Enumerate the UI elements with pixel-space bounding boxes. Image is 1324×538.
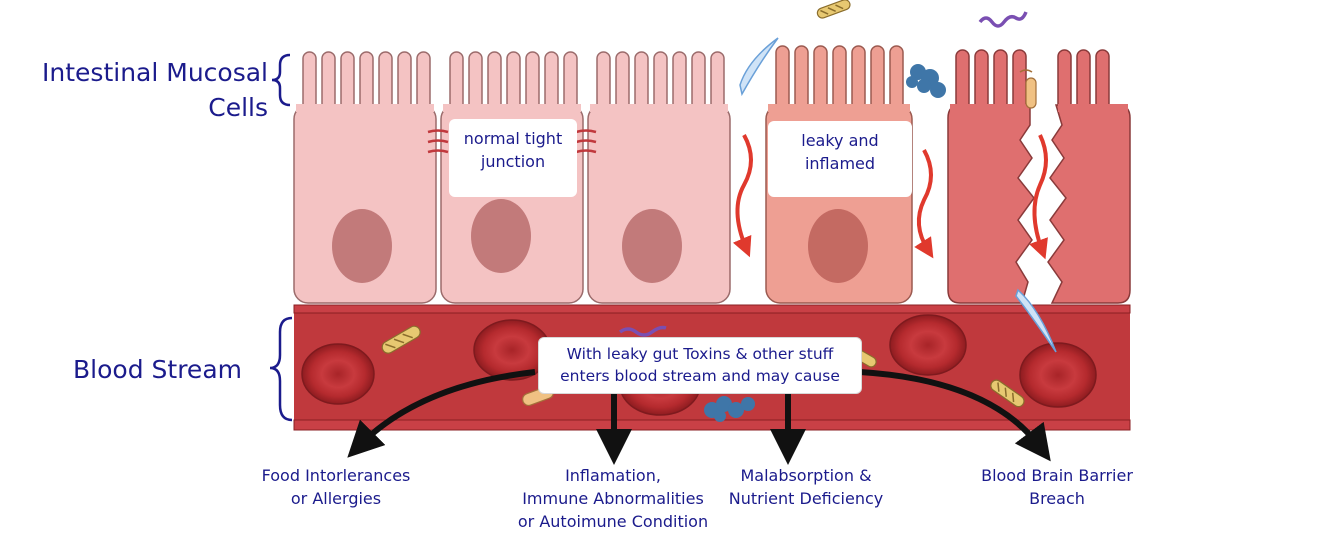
outcome-food-intolerances: Food Intorlerances or Allergies bbox=[261, 466, 411, 508]
leaky-cell-right bbox=[1047, 49, 1131, 304]
leaky-inflamed-box: leaky and inflamed bbox=[768, 121, 912, 197]
normal-junction-box: normal tight junction bbox=[449, 119, 577, 197]
tight-junction-1 bbox=[427, 129, 449, 154]
microbes-blood bbox=[381, 288, 1057, 422]
outcome-malabsorption: Malabsorption & Nutrient Deficiency bbox=[728, 466, 884, 508]
leaky-gut-callout: With leaky gut Toxins & other stuff ente… bbox=[538, 337, 862, 394]
blood-brace bbox=[269, 316, 293, 422]
nucleus bbox=[622, 209, 682, 283]
nucleus bbox=[808, 209, 868, 283]
nucleus bbox=[332, 209, 392, 283]
normal-cell-3 bbox=[587, 51, 731, 304]
outcome-inflammation: Inflamation, Immune Abnormalities or Aut… bbox=[517, 466, 709, 531]
leak-arrows bbox=[732, 134, 1048, 260]
blood-stream-label: Blood Stream bbox=[73, 355, 242, 384]
mucosal-cells-label: Intestinal Mucosal Cells bbox=[42, 58, 268, 122]
mucosal-brace bbox=[271, 53, 291, 107]
outcome-blood-brain-barrier: Blood Brain Barrier Breach bbox=[981, 466, 1133, 508]
leaky-cell-left bbox=[947, 49, 1035, 304]
microbes-top bbox=[739, 0, 1037, 109]
normal-cell-1 bbox=[293, 51, 437, 304]
outcome-arrows bbox=[347, 369, 1051, 465]
tight-junction-2 bbox=[575, 129, 597, 154]
nucleus bbox=[471, 199, 531, 273]
